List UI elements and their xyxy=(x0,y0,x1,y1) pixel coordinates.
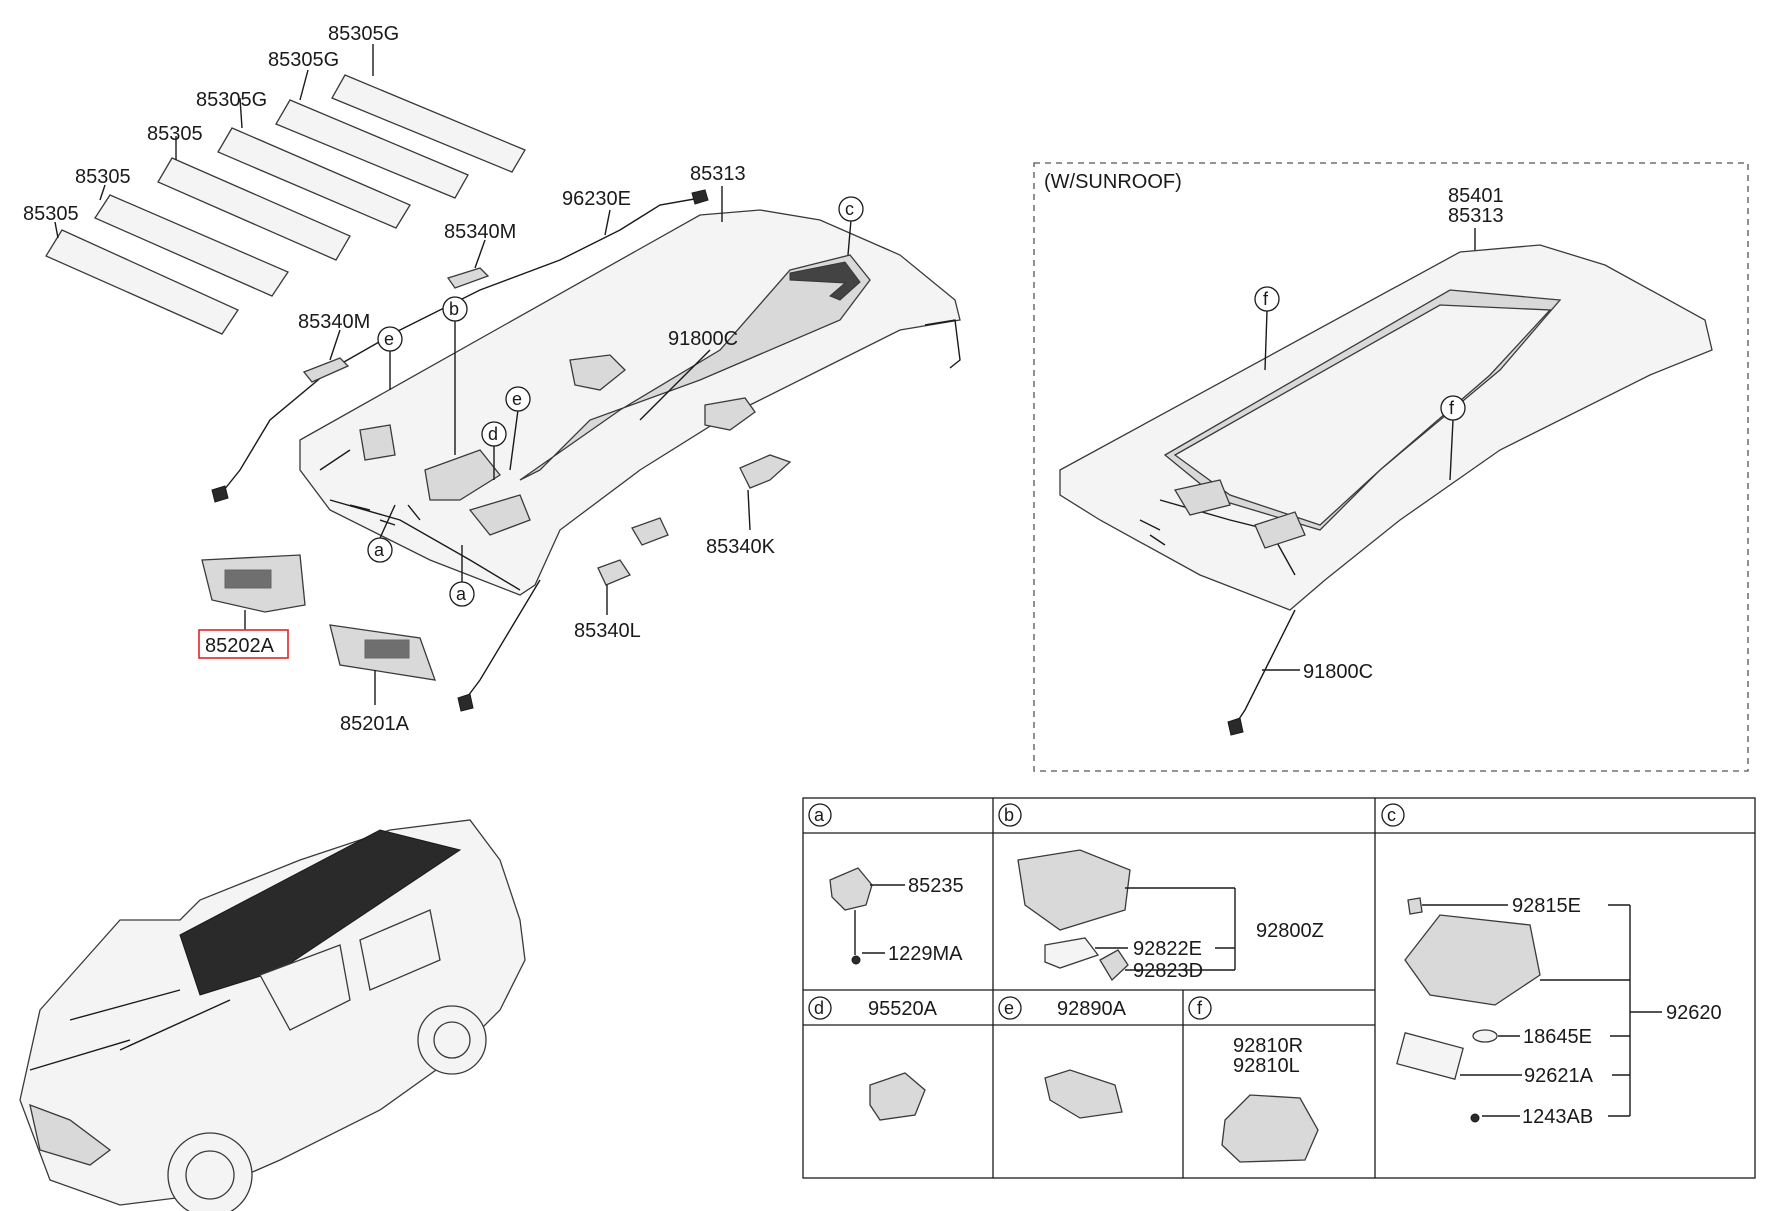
handle-85340k xyxy=(739,454,792,489)
bulb-18645e xyxy=(1472,1029,1498,1043)
label-85340m-1: 85340M xyxy=(444,221,516,243)
callout-a-2: a xyxy=(456,584,467,604)
label-92890a: 92890A xyxy=(1057,998,1127,1020)
label-85340m-2: 85340M xyxy=(298,311,370,333)
label-85201a: 85201A xyxy=(340,713,410,735)
label-85340k: 85340K xyxy=(706,536,776,558)
label-1229ma: 1229MA xyxy=(888,943,963,965)
leader-85340m-1 xyxy=(474,239,486,269)
callout-c: c xyxy=(845,199,854,219)
table-header-b: b xyxy=(1004,805,1014,825)
handle-85340m-1 xyxy=(446,267,490,289)
lens-92621a xyxy=(1396,1031,1464,1081)
label-85235: 85235 xyxy=(908,875,964,897)
wire-connector xyxy=(457,693,474,712)
label-85401: 85401 xyxy=(1448,185,1504,207)
label-92815e: 92815E xyxy=(1512,895,1581,917)
label-85305-2: 85305 xyxy=(75,166,131,188)
leaders-c xyxy=(1422,904,1631,1117)
sunvisor-mirror-1 xyxy=(224,569,272,589)
handle-85340l-a xyxy=(631,517,669,546)
label-92621a: 92621A xyxy=(1524,1065,1594,1087)
callout-f-1: f xyxy=(1263,289,1269,309)
sunroof-title: (W/SUNROOF) xyxy=(1044,171,1182,193)
lens-92822e xyxy=(1044,937,1100,969)
table-header-a: a xyxy=(814,805,825,825)
label-85305-3: 85305 xyxy=(23,203,79,225)
label-92822e: 92822E xyxy=(1133,938,1202,960)
label-92823d: 92823D xyxy=(1133,960,1203,982)
screw-1229ma xyxy=(851,955,861,965)
leader-85340k xyxy=(747,489,751,531)
label-92800z: 92800Z xyxy=(1256,920,1324,942)
label-96230e: 96230E xyxy=(562,188,631,210)
leader-85340m-2 xyxy=(329,329,341,361)
leader-91800c xyxy=(639,349,711,421)
part-92810 xyxy=(1221,1094,1319,1163)
label-92810l: 92810L xyxy=(1233,1055,1300,1077)
screw-1243ab xyxy=(1470,1113,1480,1123)
label-1243ab: 1243AB xyxy=(1522,1106,1593,1128)
callouts-sunroof: f f xyxy=(1254,286,1466,481)
roof-pad-leaders xyxy=(54,44,374,239)
label-85340l: 85340L xyxy=(574,620,641,642)
leaders-b xyxy=(1095,887,1236,971)
callout-d: d xyxy=(488,424,498,444)
overhead-console xyxy=(1017,849,1131,931)
table-header-c: c xyxy=(1387,805,1396,825)
callout-b: b xyxy=(449,299,459,319)
label-85305g-3: 85305G xyxy=(196,89,267,111)
label-95520a: 95520A xyxy=(868,998,938,1020)
callout-e-1: e xyxy=(384,329,394,349)
callout-a-1: a xyxy=(374,540,385,560)
sunvisor-mirror-2 xyxy=(364,639,410,659)
clip-85235 xyxy=(829,867,873,911)
highlight-box-85202a xyxy=(198,629,289,659)
headlining-main xyxy=(299,209,961,596)
callouts-main: c e b e d a a xyxy=(367,196,864,607)
vehicle-illustration xyxy=(19,819,526,1211)
part-92890a xyxy=(1044,1069,1123,1119)
label-85305g-2: 85305G xyxy=(268,49,339,71)
label-92620: 92620 xyxy=(1666,1002,1722,1024)
sunroof-inset-frame xyxy=(1033,162,1749,772)
label-91800c: 91800C xyxy=(668,328,738,350)
label-92810r: 92810R xyxy=(1233,1035,1303,1057)
wire-tail xyxy=(464,579,541,701)
label-85313-sunroof: 85313 xyxy=(1448,205,1504,227)
handle-85340l-b xyxy=(597,559,631,586)
sunroof-wire-connector xyxy=(1227,717,1244,736)
label-18645e: 18645E xyxy=(1523,1026,1592,1048)
label-85202a: 85202A xyxy=(205,635,275,657)
part-95520a xyxy=(869,1072,926,1121)
lens-92823d xyxy=(1099,949,1129,982)
lamp-92620 xyxy=(1404,914,1541,1006)
table-header-f: f xyxy=(1197,998,1203,1018)
label-85305g-1: 85305G xyxy=(328,23,399,45)
label-91800c-sunroof: 91800C xyxy=(1303,661,1373,683)
callout-f-2: f xyxy=(1449,398,1455,418)
sunroof-wire xyxy=(1234,609,1296,726)
label-85313: 85313 xyxy=(690,163,746,185)
bulb-holder-92815e xyxy=(1407,897,1423,915)
table-header-e: e xyxy=(1004,998,1014,1018)
cable-96230e xyxy=(211,189,709,503)
handle-85340m-2 xyxy=(302,357,350,383)
parts-table xyxy=(802,797,1756,1179)
leader-96230e xyxy=(604,209,611,236)
callout-e-2: e xyxy=(512,389,522,409)
table-header-d: d xyxy=(814,998,824,1018)
label-85305-1: 85305 xyxy=(147,123,203,145)
headlining-sunroof xyxy=(1059,244,1713,611)
roof-pads xyxy=(45,74,526,335)
